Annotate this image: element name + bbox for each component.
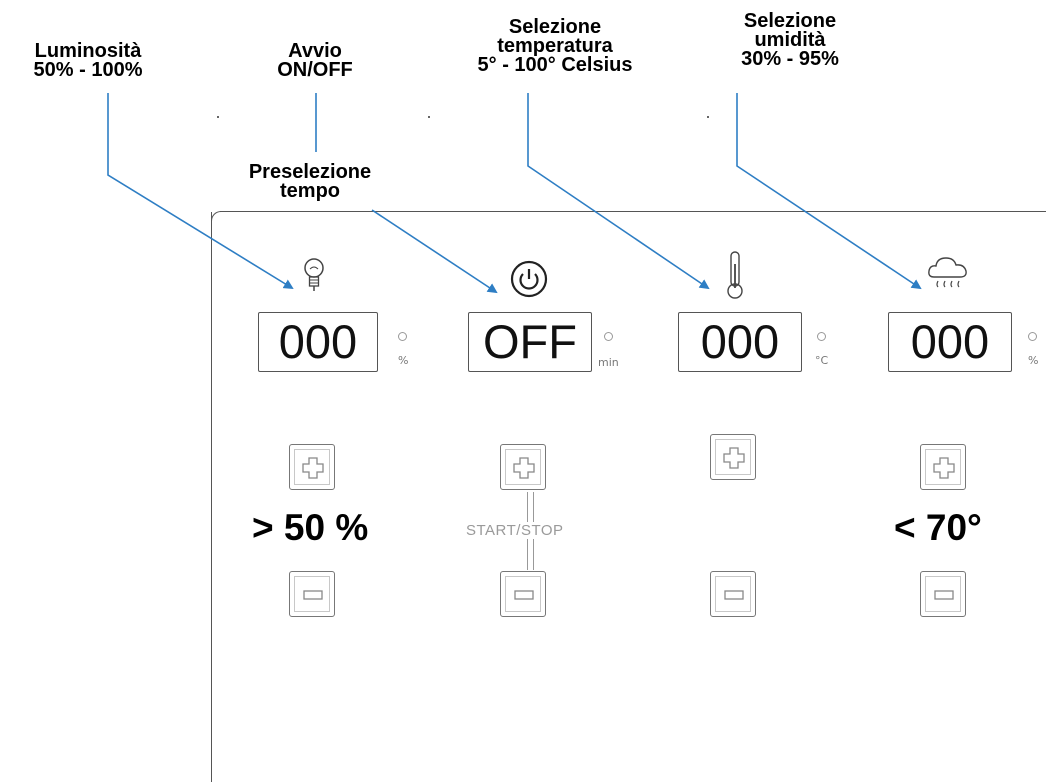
callout-power: Avvio ON/OFF xyxy=(255,40,375,81)
brightness-plus-button[interactable] xyxy=(289,444,335,490)
brightness-display: 000 xyxy=(258,312,378,372)
brightness-indicator-led xyxy=(398,332,407,341)
callout-temperature-title: Selezione xyxy=(508,16,602,38)
minus-icon xyxy=(934,590,954,600)
plus-icon xyxy=(302,457,324,479)
callout-power-range: ON/OFF xyxy=(277,59,353,81)
start-stop-label: START/STOP xyxy=(464,522,566,539)
callout-humidity: Selezione umidità 30% - 95% xyxy=(710,10,870,70)
temperature-indicator-led xyxy=(817,332,826,341)
callout-humidity-title: Selezione xyxy=(743,10,837,32)
callout-humidity-subtitle: umidità xyxy=(754,29,826,51)
timer-plus-button[interactable] xyxy=(500,444,546,490)
humidity-unit: % xyxy=(1028,354,1039,367)
timer-unit: min xyxy=(598,356,619,369)
minus-icon xyxy=(514,590,534,600)
humidity-indicator-led xyxy=(1028,332,1037,341)
panel-border-top xyxy=(220,211,1046,212)
power-icon[interactable] xyxy=(510,260,548,303)
callout-brightness-title: Luminosità xyxy=(34,40,142,62)
callout-timer: Preselezione tempo xyxy=(220,161,400,202)
humidity-plus-button[interactable] xyxy=(920,444,966,490)
minus-icon xyxy=(303,590,323,600)
arrow-temperature xyxy=(527,93,710,290)
callout-power-title: Avvio xyxy=(288,40,342,62)
humidity-setting-label: < 70° xyxy=(894,507,982,548)
brightness-unit: % xyxy=(398,354,409,367)
timer-minus-button[interactable] xyxy=(500,571,546,617)
callout-temperature-range: 5° - 100° Celsius xyxy=(477,54,633,76)
callout-temperature-subtitle: temperatura xyxy=(497,35,613,57)
callout-timer-title: Preselezione xyxy=(248,161,372,183)
plus-icon xyxy=(513,457,535,479)
arrow-timer xyxy=(371,209,498,294)
humidity-display: 000 xyxy=(888,312,1012,372)
panel-corner xyxy=(211,211,224,224)
timer-display: OFF xyxy=(468,312,592,372)
arrow-brightness xyxy=(107,93,294,290)
brightness-minus-button[interactable] xyxy=(289,571,335,617)
humidity-minus-button[interactable] xyxy=(920,571,966,617)
callout-temperature: Selezione temperatura 5° - 100° Celsius xyxy=(445,16,665,76)
temperature-unit: °C xyxy=(815,354,829,367)
panel-border-left xyxy=(211,212,212,782)
rain-cloud-icon xyxy=(926,253,970,298)
decorative-dot xyxy=(217,116,219,118)
thermometer-icon xyxy=(726,250,744,305)
arrow-humidity xyxy=(736,93,922,290)
brightness-setting-label: > 50 % xyxy=(252,507,369,548)
decorative-dot xyxy=(707,116,709,118)
callout-brightness: Luminosità 50% - 100% xyxy=(8,40,168,81)
callout-brightness-range: 50% - 100% xyxy=(33,59,143,81)
callout-timer-subtitle: tempo xyxy=(280,180,340,202)
plus-icon xyxy=(723,447,745,469)
temperature-plus-button[interactable] xyxy=(710,434,756,480)
decorative-dot xyxy=(428,116,430,118)
plus-icon xyxy=(933,457,955,479)
callout-humidity-range: 30% - 95% xyxy=(741,48,839,70)
minus-icon xyxy=(724,590,744,600)
light-bulb-icon xyxy=(302,257,326,300)
timer-indicator-led xyxy=(604,332,613,341)
temperature-minus-button[interactable] xyxy=(710,571,756,617)
temperature-display: 000 xyxy=(678,312,802,372)
